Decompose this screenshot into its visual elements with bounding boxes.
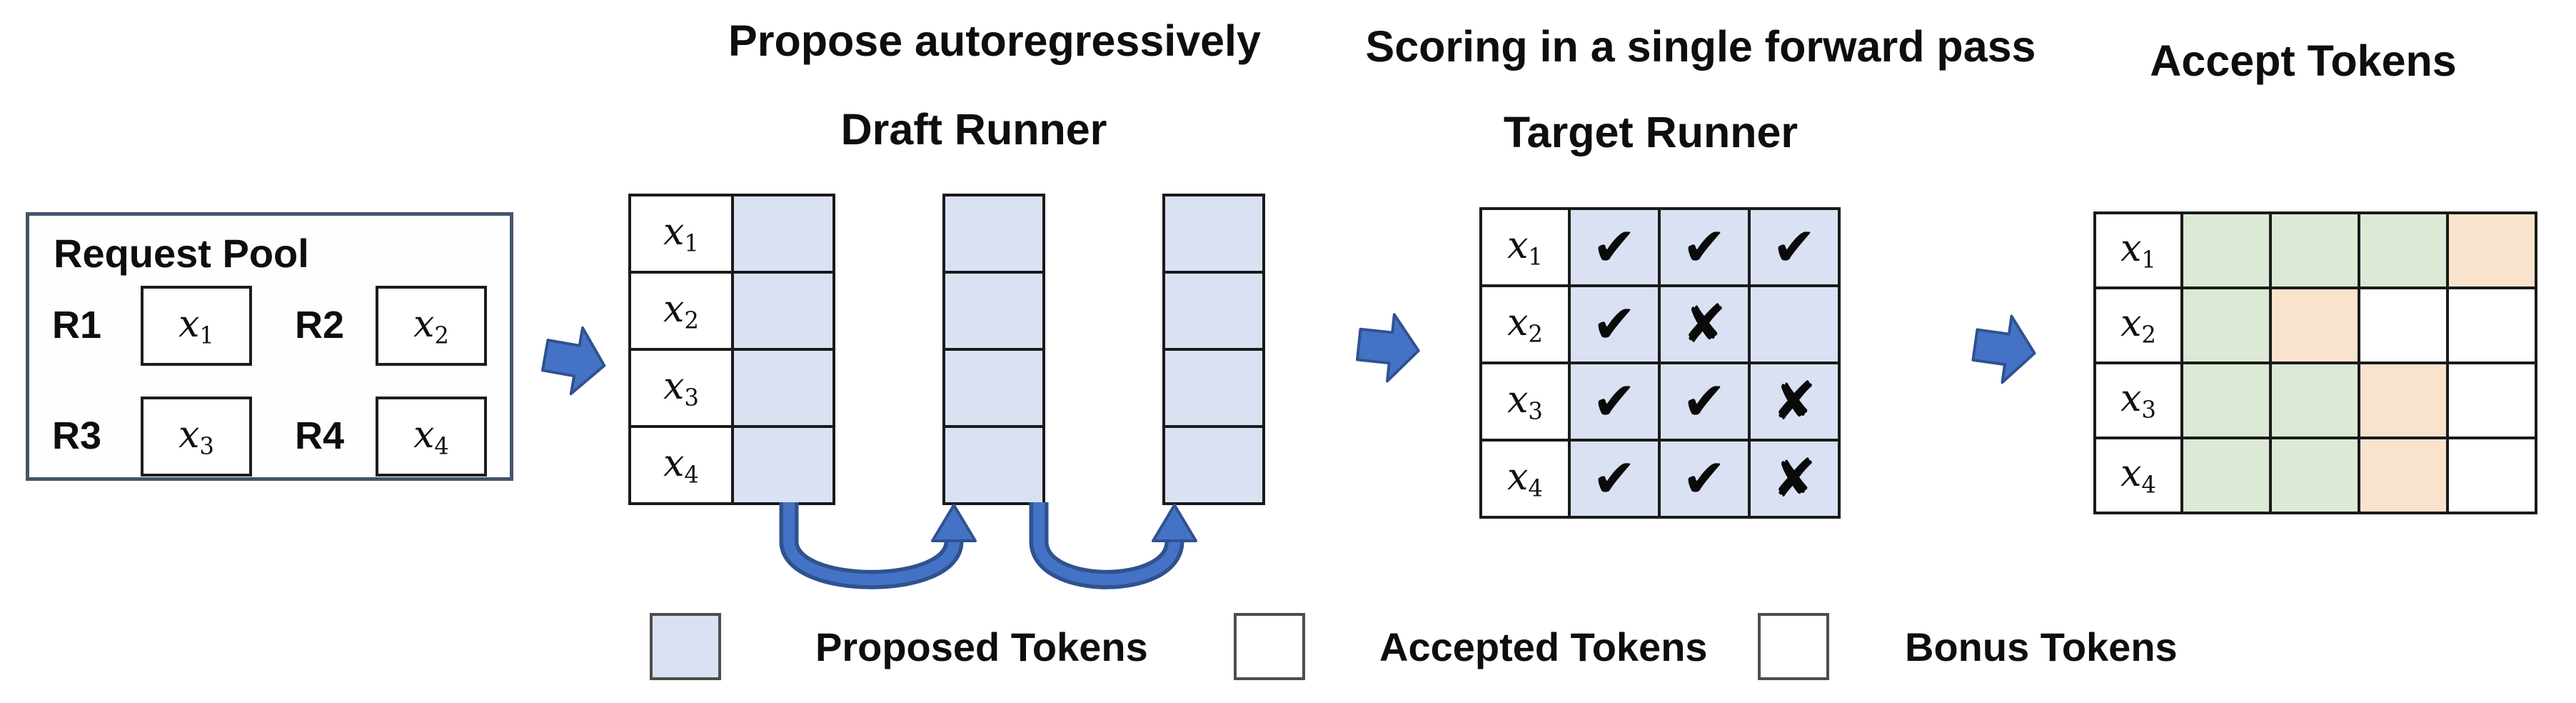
- accept-cell: [2269, 362, 2360, 439]
- accept-cell: [2358, 211, 2449, 289]
- empty-cell: [2358, 286, 2449, 364]
- accept-cell: [2446, 211, 2537, 289]
- flow-arrow-icon: [1356, 313, 1420, 383]
- empty-cell: [2446, 362, 2537, 439]
- target-score-table: x1 ✔ ✔ ✔ x2 ✔ ✘ x3 ✔ ✔ ✘ x4 ✔ ✔ ✘: [1479, 207, 1841, 519]
- proposed-token-cell: [1162, 271, 1265, 351]
- score-cell: ✔: [1658, 439, 1751, 519]
- autoregressive-loop-arrow-icon: [1029, 502, 1197, 589]
- proposed-token-cell: [942, 271, 1045, 351]
- row-label-cell: x1: [628, 194, 734, 274]
- row-label-cell: x2: [1479, 284, 1571, 364]
- empty-cell: [2446, 286, 2537, 364]
- proposed-token-cell: [1162, 348, 1265, 428]
- legend-label-bonus: Bonus Tokens: [1905, 624, 2178, 669]
- legend-label-proposed: Proposed Tokens: [815, 624, 1148, 669]
- draft-step3-column: [1162, 194, 1265, 505]
- row-label-cell: x2: [2093, 286, 2183, 364]
- request-label-r4: R4: [295, 414, 345, 457]
- proposed-token-cell: [731, 425, 835, 505]
- row-label-cell: x3: [2093, 362, 2183, 439]
- request-label-r1: R1: [52, 304, 102, 346]
- proposed-token-cell: [731, 271, 835, 351]
- request-label-r3: R3: [52, 414, 102, 457]
- request-label-r2: R2: [295, 304, 345, 346]
- request-token-box-r3: x3: [141, 397, 252, 477]
- accept-cell: [2180, 362, 2272, 439]
- request-token-box-r1: x1: [141, 286, 252, 366]
- score-cell: ✔: [1658, 362, 1751, 442]
- draft-step1-table: x1 x2 x3 x4: [628, 194, 835, 505]
- proposed-token-cell: [731, 348, 835, 428]
- proposed-token-cell: [942, 348, 1045, 428]
- token-label: x3: [178, 413, 214, 460]
- row-label-cell: x2: [628, 271, 734, 351]
- row-label-cell: x3: [1479, 362, 1571, 442]
- token-label: x4: [413, 413, 449, 460]
- request-token-box-r4: x4: [376, 397, 487, 477]
- row-label-cell: x4: [628, 425, 734, 505]
- score-cell: ✘: [1658, 284, 1751, 364]
- draft-step2-column: [942, 194, 1045, 505]
- proposed-token-cell: [1162, 425, 1265, 505]
- request-pool-box: Request Pool R1 x1 R2 x2 R3 x3 R4 x4: [26, 212, 513, 481]
- proposed-token-cell: [942, 194, 1045, 274]
- score-cell: ✘: [1748, 439, 1841, 519]
- score-cell: ✔: [1748, 207, 1841, 287]
- score-cell: ✔: [1568, 362, 1661, 442]
- flow-arrow-icon: [540, 326, 606, 396]
- accept-cell: [2180, 211, 2272, 289]
- draft-title: Draft Runner: [840, 105, 1107, 154]
- accept-cell: [2358, 362, 2449, 439]
- target-title: Target Runner: [1503, 108, 1798, 156]
- score-cell: ✔: [1568, 207, 1661, 287]
- score-cell: ✔: [1568, 439, 1661, 519]
- accept-title: Accept Tokens: [2150, 36, 2457, 85]
- token-label: x2: [413, 302, 449, 349]
- row-label-cell: x4: [1479, 439, 1571, 519]
- accept-cell: [2269, 437, 2360, 514]
- accept-cell: [2269, 286, 2360, 364]
- flow-arrow-icon: [1971, 314, 2036, 384]
- legend-swatch-proposed: [650, 613, 721, 680]
- score-cell: ✔: [1568, 284, 1661, 364]
- accept-tokens-table: x1 x2 x3 x4: [2093, 211, 2537, 514]
- request-pool-title: Request Pool: [54, 231, 309, 276]
- empty-cell: [2446, 437, 2537, 514]
- draft-caption: Propose autoregressively: [728, 16, 1261, 65]
- row-label-cell: x1: [2093, 211, 2183, 289]
- legend-label-accepted: Accepted Tokens: [1379, 624, 1708, 669]
- row-label-cell: x4: [2093, 437, 2183, 514]
- accept-cell: [2180, 437, 2272, 514]
- row-label-cell: x1: [1479, 207, 1571, 287]
- proposed-token-cell: [731, 194, 835, 274]
- request-token-box-r2: x2: [376, 286, 487, 366]
- score-cell: [1748, 284, 1841, 364]
- score-cell: ✔: [1658, 207, 1751, 287]
- row-label-cell: x3: [628, 348, 734, 428]
- accept-cell: [2358, 437, 2449, 514]
- target-caption: Scoring in a single forward pass: [1365, 22, 2036, 71]
- legend-swatch-bonus: [1758, 613, 1829, 680]
- proposed-token-cell: [1162, 194, 1265, 274]
- proposed-token-cell: [942, 425, 1045, 505]
- accept-cell: [2180, 286, 2272, 364]
- score-cell: ✘: [1748, 362, 1841, 442]
- token-label: x1: [178, 302, 214, 349]
- autoregressive-loop-arrow-icon: [779, 502, 977, 589]
- accept-cell: [2269, 211, 2360, 289]
- legend-swatch-accepted: [1234, 613, 1305, 680]
